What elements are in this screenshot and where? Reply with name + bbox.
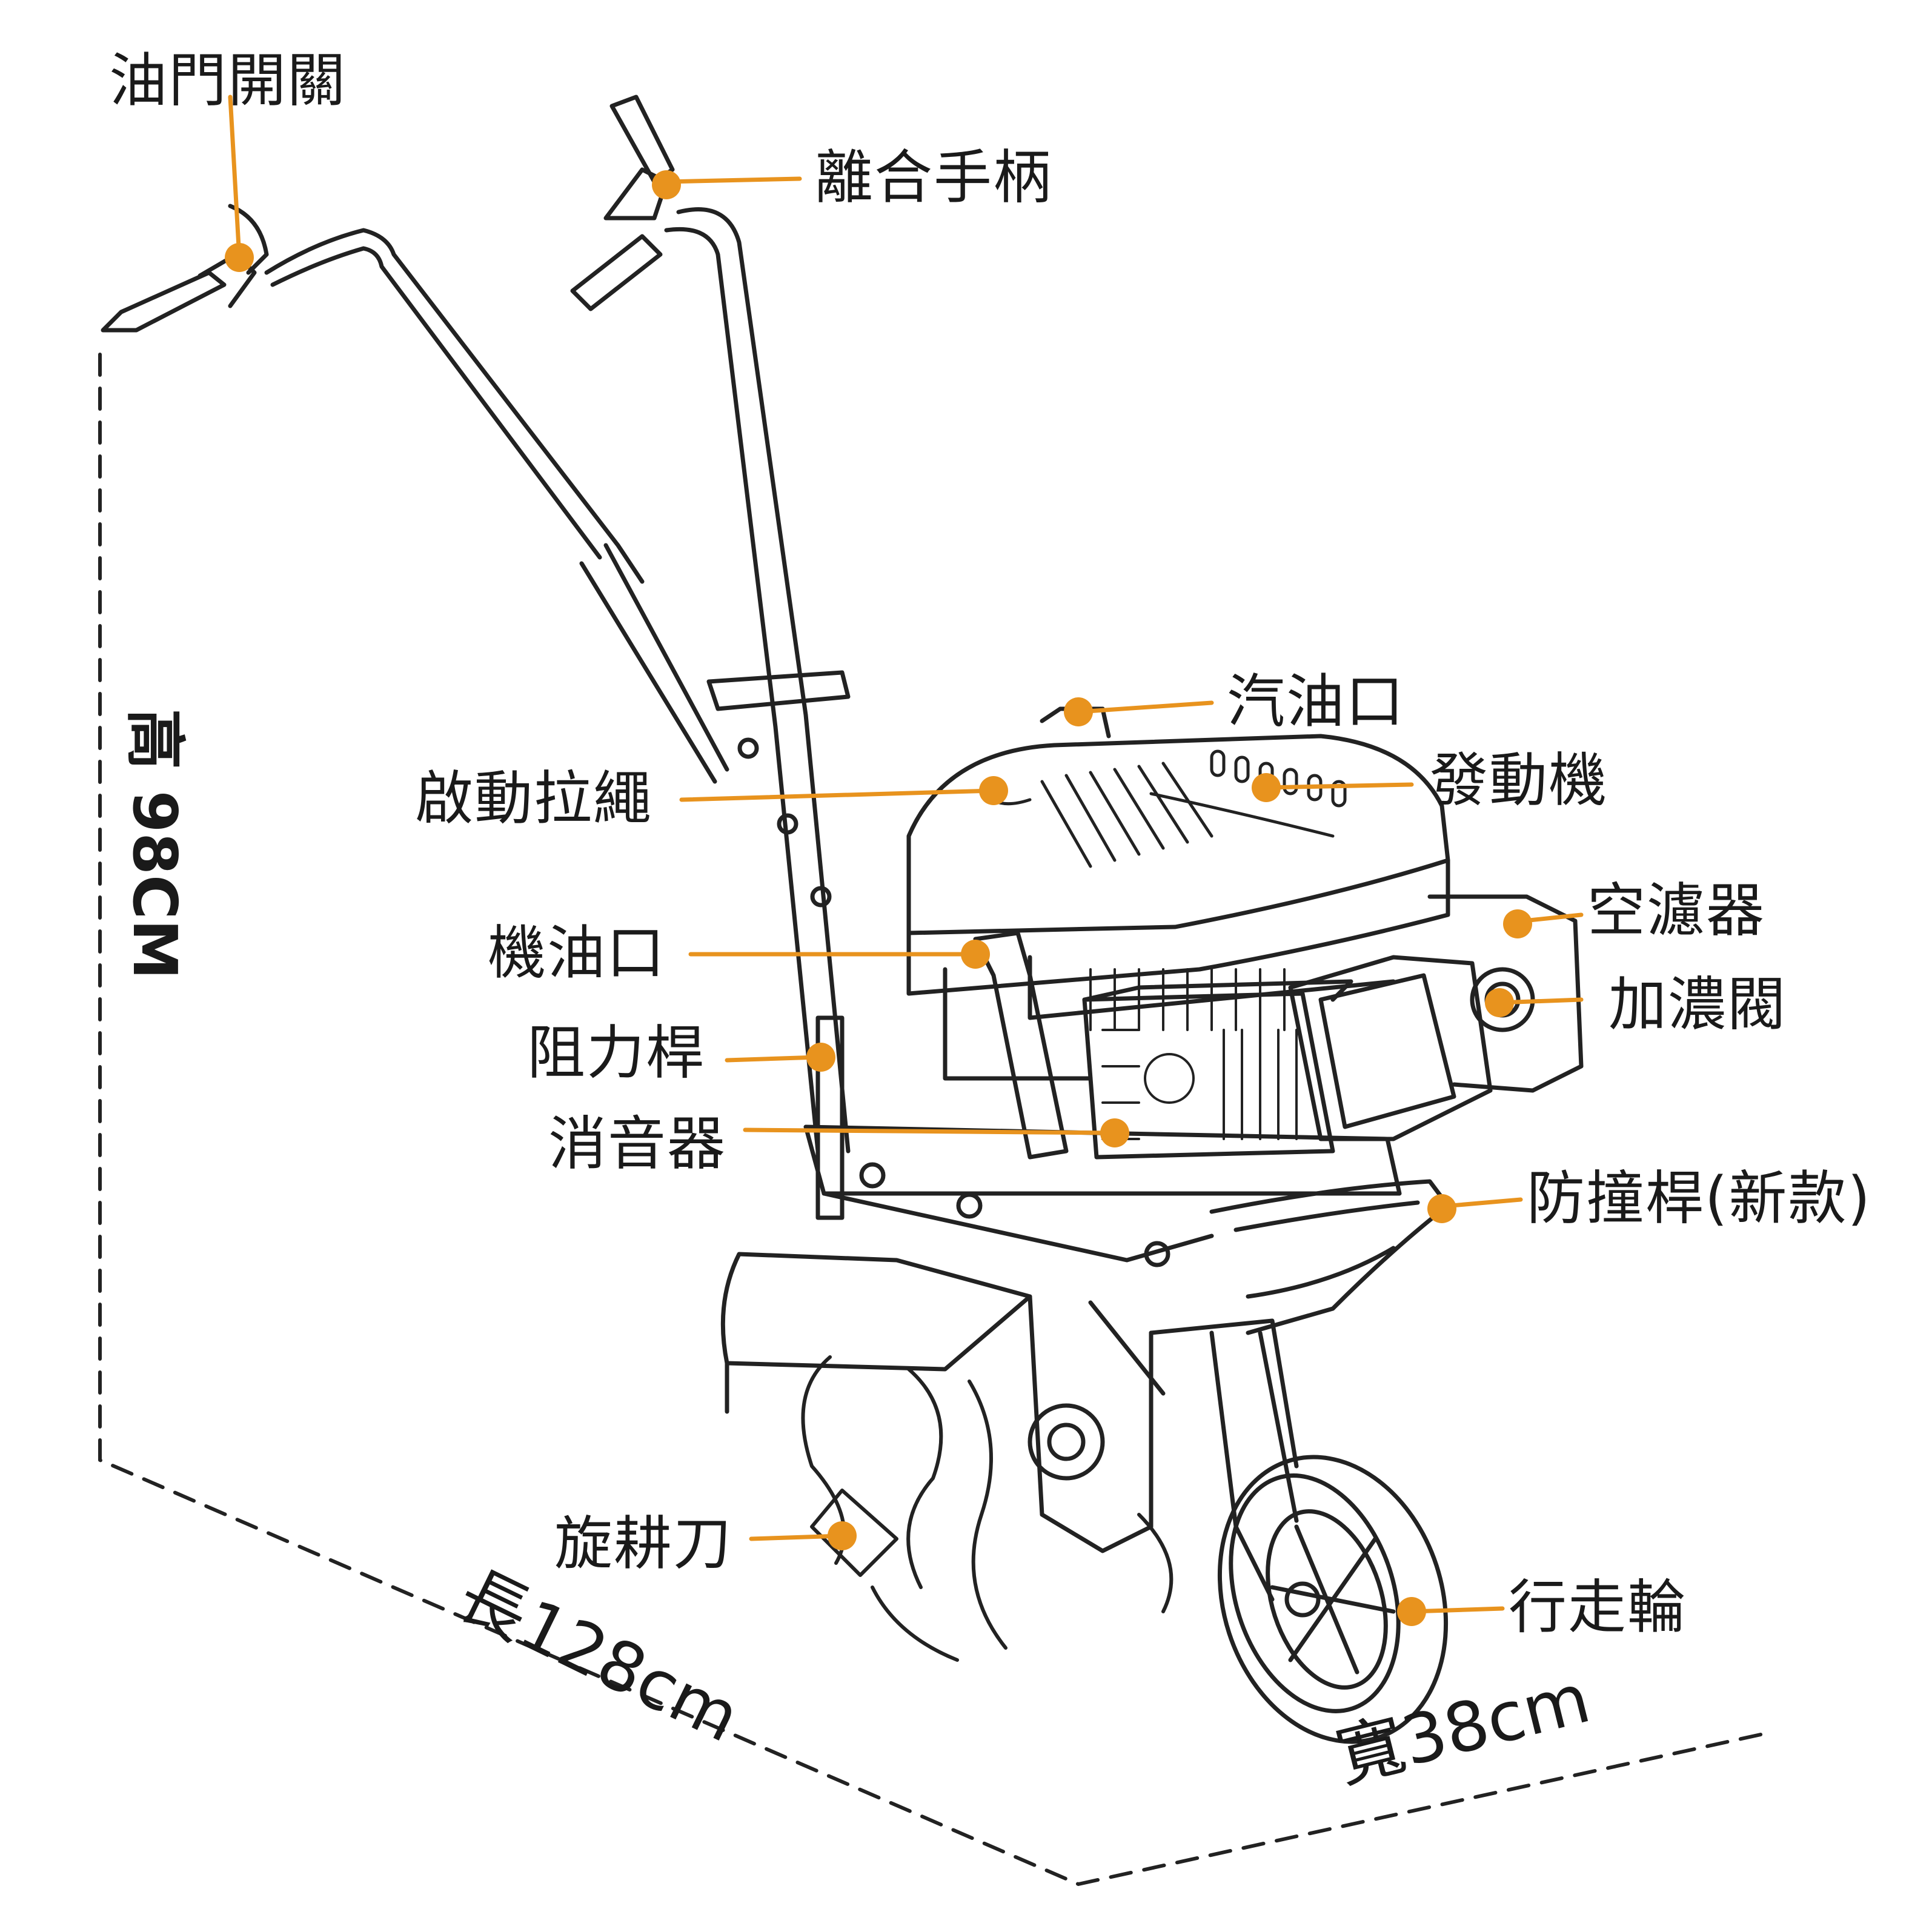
label-throttle-switch: 油門開關 <box>109 47 347 115</box>
marker-resistance-rod <box>806 1043 835 1072</box>
label-starter-rope: 啟動拉繩 <box>415 765 652 832</box>
label-markers <box>225 170 1532 1626</box>
engine-cover <box>906 706 1450 996</box>
resistance-rod-shape <box>815 1015 845 1220</box>
label-walking-wheel: 行走輪 <box>1509 1573 1687 1641</box>
marker-fuel-port <box>1064 697 1093 726</box>
engine-block <box>943 894 1584 1160</box>
dimension-height: 高 98CM <box>119 709 190 980</box>
label-clutch-handle: 離合手柄 <box>815 144 1052 211</box>
marker-muffler <box>1100 1118 1129 1147</box>
marker-starter-rope <box>979 776 1008 805</box>
marker-oil-port <box>961 940 990 969</box>
leader-lines <box>228 95 1584 1614</box>
marker-walking-wheel <box>1397 1597 1426 1626</box>
left-handle <box>101 204 729 784</box>
label-bumper-bar: 防撞桿(新款) <box>1527 1164 1871 1232</box>
dimension-lines <box>98 353 1771 1886</box>
marker-engine <box>1252 773 1281 802</box>
label-muffler: 消音器 <box>548 1110 726 1178</box>
main-frame <box>803 1124 1450 1335</box>
label-air-filter: 空濾器 <box>1587 877 1765 945</box>
marker-tiller-blades <box>828 1521 857 1550</box>
label-tiller-blades: 旋耕刀 <box>554 1510 732 1578</box>
shield <box>720 1252 1032 1372</box>
label-choke-valve: 加濃閥 <box>1608 971 1787 1038</box>
marker-choke-valve <box>1485 988 1514 1017</box>
label-resistance-rod: 阻力桿 <box>527 1019 705 1087</box>
label-engine: 發動機 <box>1430 746 1608 814</box>
tiller-assembly <box>801 1294 1299 1662</box>
label-fuel-port: 汽油口 <box>1227 668 1405 735</box>
label-oil-port: 機油口 <box>488 919 666 987</box>
marker-clutch-handle <box>652 170 681 199</box>
marker-air-filter <box>1503 909 1532 938</box>
right-handle <box>570 95 851 1154</box>
marker-throttle-switch <box>225 243 254 272</box>
marker-bumper-bar <box>1427 1194 1456 1223</box>
wheel-assembly <box>1209 1330 1449 1744</box>
